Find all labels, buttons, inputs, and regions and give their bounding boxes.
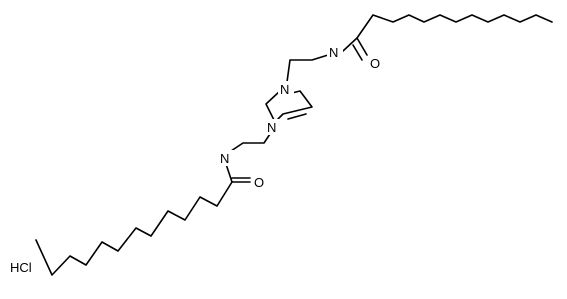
bottom-alkyl-chain [35, 181, 233, 276]
ring-double-bond [287, 113, 307, 120]
top-carbonyl-double-bond [352, 44, 363, 61]
top-alkyl-chain [356, 14, 553, 39]
top-ethyl-linker [286, 54, 329, 83]
imidazoline-ring [265, 90, 313, 123]
carbonyl-oxygen-bottom: O [254, 175, 264, 190]
ring-nitrogen-top: N [280, 82, 289, 97]
ring-nitrogen-bottom: N [267, 120, 276, 135]
amide-nitrogen-bottom: N [220, 151, 229, 166]
amide-nitrogen-top: N [329, 45, 338, 60]
carbonyl-oxygen-top: O [370, 56, 380, 71]
bottom-amide-bond [225, 163, 233, 183]
top-amide-bond [342, 37, 358, 52]
hydrochloride-label: HCl [10, 260, 32, 275]
bottom-ethyl-linker [227, 130, 273, 154]
top-carbonyl-bond [356, 37, 368, 56]
